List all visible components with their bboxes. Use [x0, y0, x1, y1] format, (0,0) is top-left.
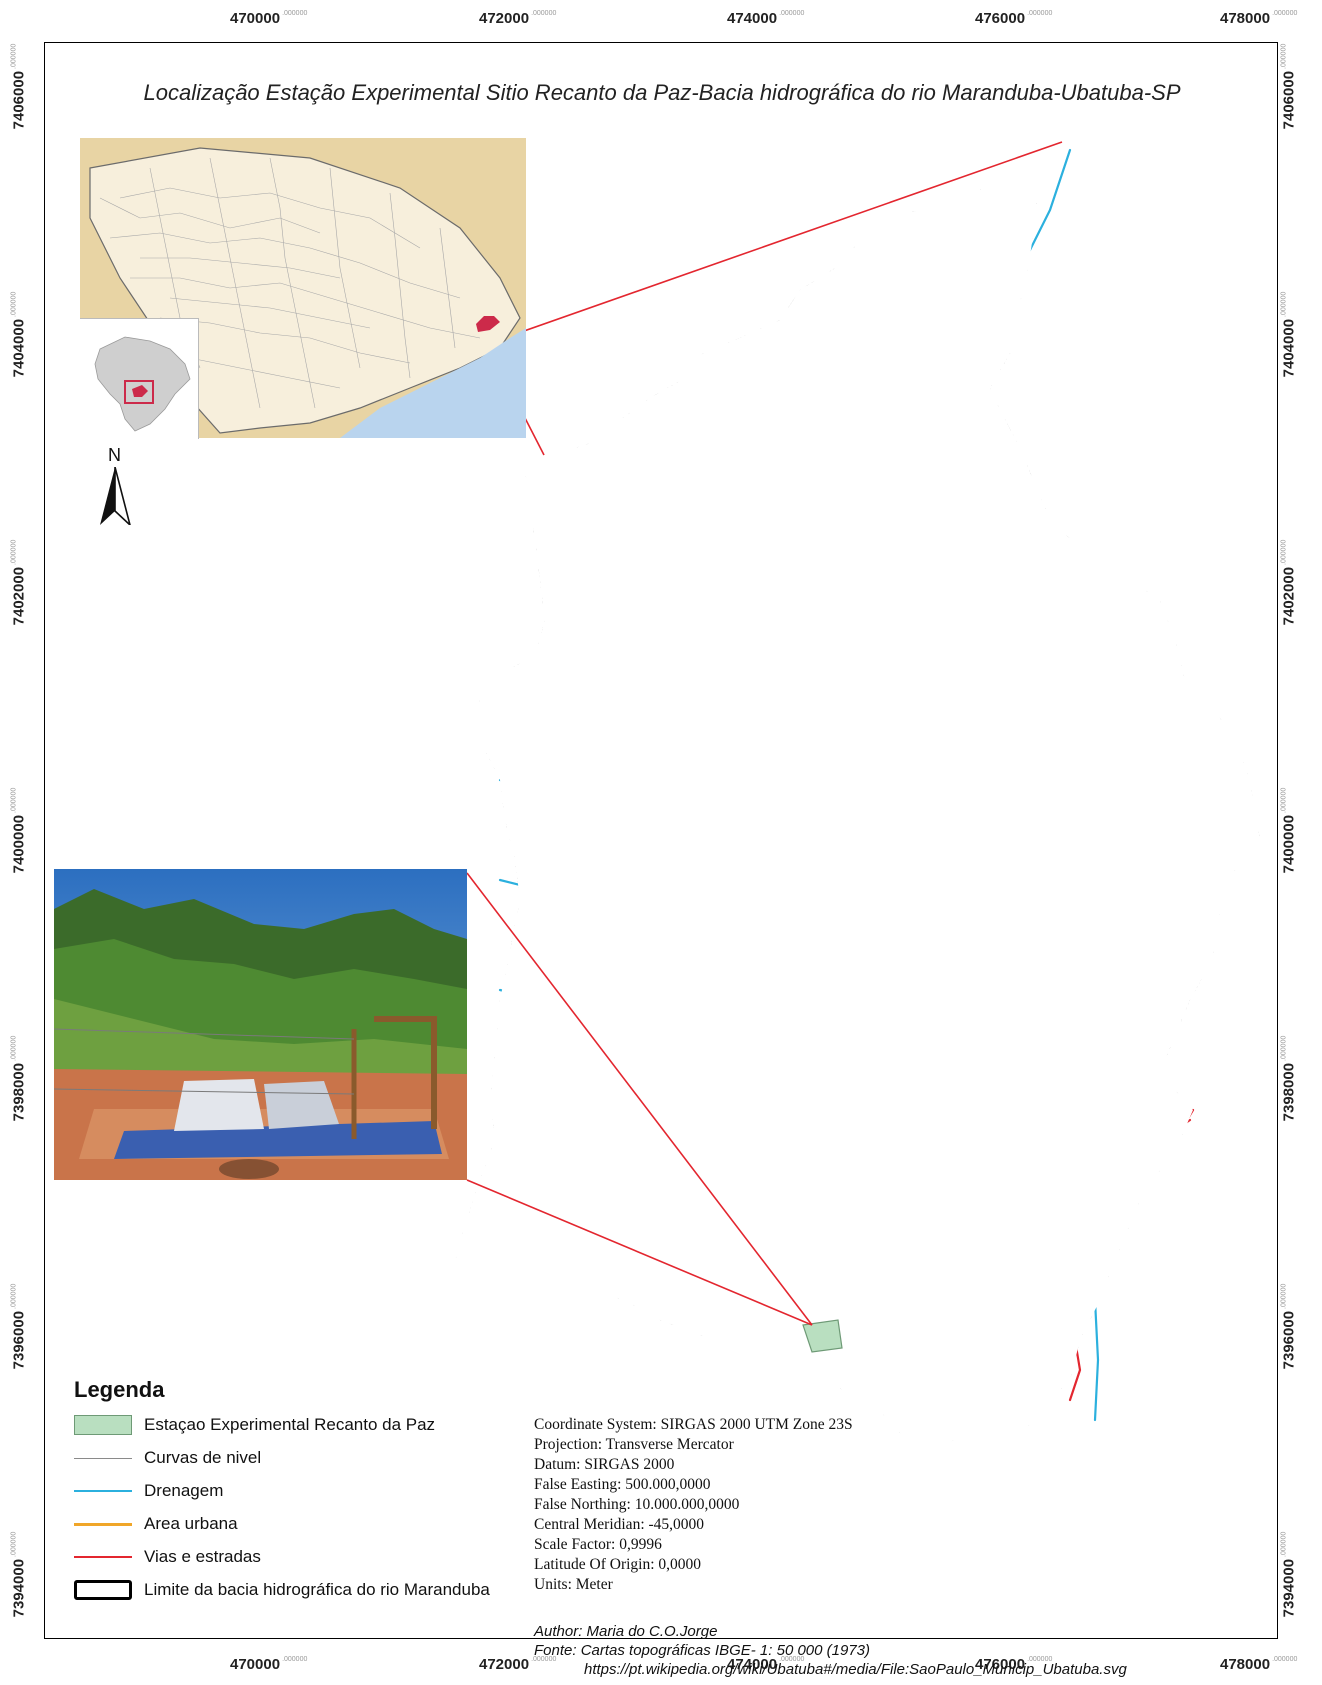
brazil-inset-svg — [94, 336, 191, 432]
legend-item: Area urbana — [74, 1512, 238, 1536]
tick-suffix: .000000 — [1272, 1656, 1298, 1663]
metadata-line: Coordinate System: SIRGAS 2000 UTM Zone … — [534, 1416, 853, 1433]
tick-value: 474000 — [727, 1656, 778, 1673]
north-label: N — [108, 445, 121, 465]
easting-tick-top: 478000.000000 — [1220, 10, 1297, 27]
north-arrow: N — [98, 445, 132, 525]
legend-label: Area urbana — [144, 1514, 238, 1533]
easting-tick-top: 474000.000000 — [727, 10, 804, 27]
urban-line-icon — [74, 1514, 132, 1534]
drainage-line-icon — [74, 1481, 132, 1501]
easting-tick-bottom: 470000.000000 — [230, 1656, 307, 1673]
tick-value: 472000 — [479, 1656, 530, 1673]
metadata-line: Scale Factor: 0,9996 — [534, 1536, 662, 1553]
tick-suffix: .000000 — [1272, 10, 1298, 17]
tick-value: 476000 — [975, 10, 1026, 27]
tick-suffix: .000000 — [1027, 1656, 1053, 1663]
tick-suffix: .000000 — [282, 10, 308, 17]
tick-value: 478000 — [1220, 1656, 1271, 1673]
station-photo-svg — [54, 869, 467, 1180]
tick-value: 476000 — [975, 1656, 1026, 1673]
tick-value: 470000 — [230, 10, 281, 27]
metadata-line: Latitude Of Origin: 0,0000 — [534, 1556, 702, 1573]
legend-label: Curvas de nivel — [144, 1448, 262, 1467]
tick-suffix: .000000 — [1027, 10, 1053, 17]
legend-label: Drenagem — [144, 1481, 224, 1500]
map-frame — [44, 42, 1278, 1639]
station-photo — [54, 869, 467, 1180]
legend-item: Curvas de nivel — [74, 1446, 261, 1470]
tick-suffix: .000000 — [779, 10, 805, 17]
tick-value: 474000 — [727, 10, 778, 27]
tick-suffix: .000000 — [779, 1656, 805, 1663]
brazil-inset-map — [80, 318, 199, 439]
map-title: Localização Estação Experimental Sitio R… — [143, 80, 1181, 105]
legend-item: Estaçao Experimental Recanto da Paz — [74, 1413, 435, 1437]
source-line: Fonte: Cartas topográficas IBGE- 1: 50 0… — [534, 1642, 871, 1659]
legend-title: Legenda — [74, 1377, 165, 1402]
easting-tick-top: 472000.000000 — [479, 10, 556, 27]
north-arrow-icon — [100, 467, 131, 525]
metadata-line: False Northing: 10.000.000,0000 — [534, 1496, 740, 1513]
road-line-icon — [74, 1547, 132, 1567]
map-credits: Author: Maria do C.O.Jorge Fonte: Cartas… — [534, 1622, 1127, 1679]
source-url: https://pt.wikipedia.org/wiki/Ubatuba#/m… — [584, 1661, 1127, 1678]
tick-suffix: .000000 — [531, 1656, 557, 1663]
metadata-line: Units: Meter — [534, 1576, 613, 1593]
boundary-box-icon — [74, 1580, 132, 1600]
metadata-line: False Easting: 500.000,0000 — [534, 1476, 711, 1493]
tick-value: 478000 — [1220, 10, 1271, 27]
author-line: Author: Maria do C.O.Jorge — [534, 1623, 718, 1640]
legend-item: Vias e estradas — [74, 1545, 261, 1569]
metadata-line: Central Meridian: -45,0000 — [534, 1516, 705, 1533]
easting-tick-top: 476000.000000 — [975, 10, 1052, 27]
experimental-station — [802, 1319, 843, 1353]
legend-item: Limite da bacia hidrográfica do rio Mara… — [74, 1578, 490, 1602]
metadata-line: Projection: Transverse Mercator — [534, 1436, 734, 1453]
metadata-line: Datum: SIRGAS 2000 — [534, 1456, 675, 1473]
contour-line-icon — [74, 1448, 132, 1468]
tick-value: 470000 — [230, 1656, 281, 1673]
easting-tick-top: 470000.000000 — [230, 10, 307, 27]
legend-label: Estaçao Experimental Recanto da Paz — [144, 1415, 436, 1434]
easting-tick-bottom: 478000.000000 — [1220, 1656, 1297, 1673]
easting-tick-bottom: 472000.000000 — [479, 1656, 556, 1673]
basin-boundary — [453, 122, 1262, 1452]
easting-tick-bottom: 476000.000000 — [975, 1656, 1052, 1673]
legend-label: Vias e estradas — [144, 1547, 261, 1566]
projection-metadata: Coordinate System: SIRGAS 2000 UTM Zone … — [534, 1415, 853, 1595]
tick-suffix: .000000 — [531, 10, 557, 17]
contour-line — [455, 177, 1260, 222]
tick-value: 472000 — [479, 10, 530, 27]
station-patch-icon — [74, 1415, 132, 1435]
legend-label: Limite da bacia hidrográfica do rio Mara… — [144, 1580, 490, 1599]
easting-tick-bottom: 474000.000000 — [727, 1656, 804, 1673]
tick-suffix: .000000 — [282, 1656, 308, 1663]
legend-item: Drenagem — [74, 1479, 223, 1503]
